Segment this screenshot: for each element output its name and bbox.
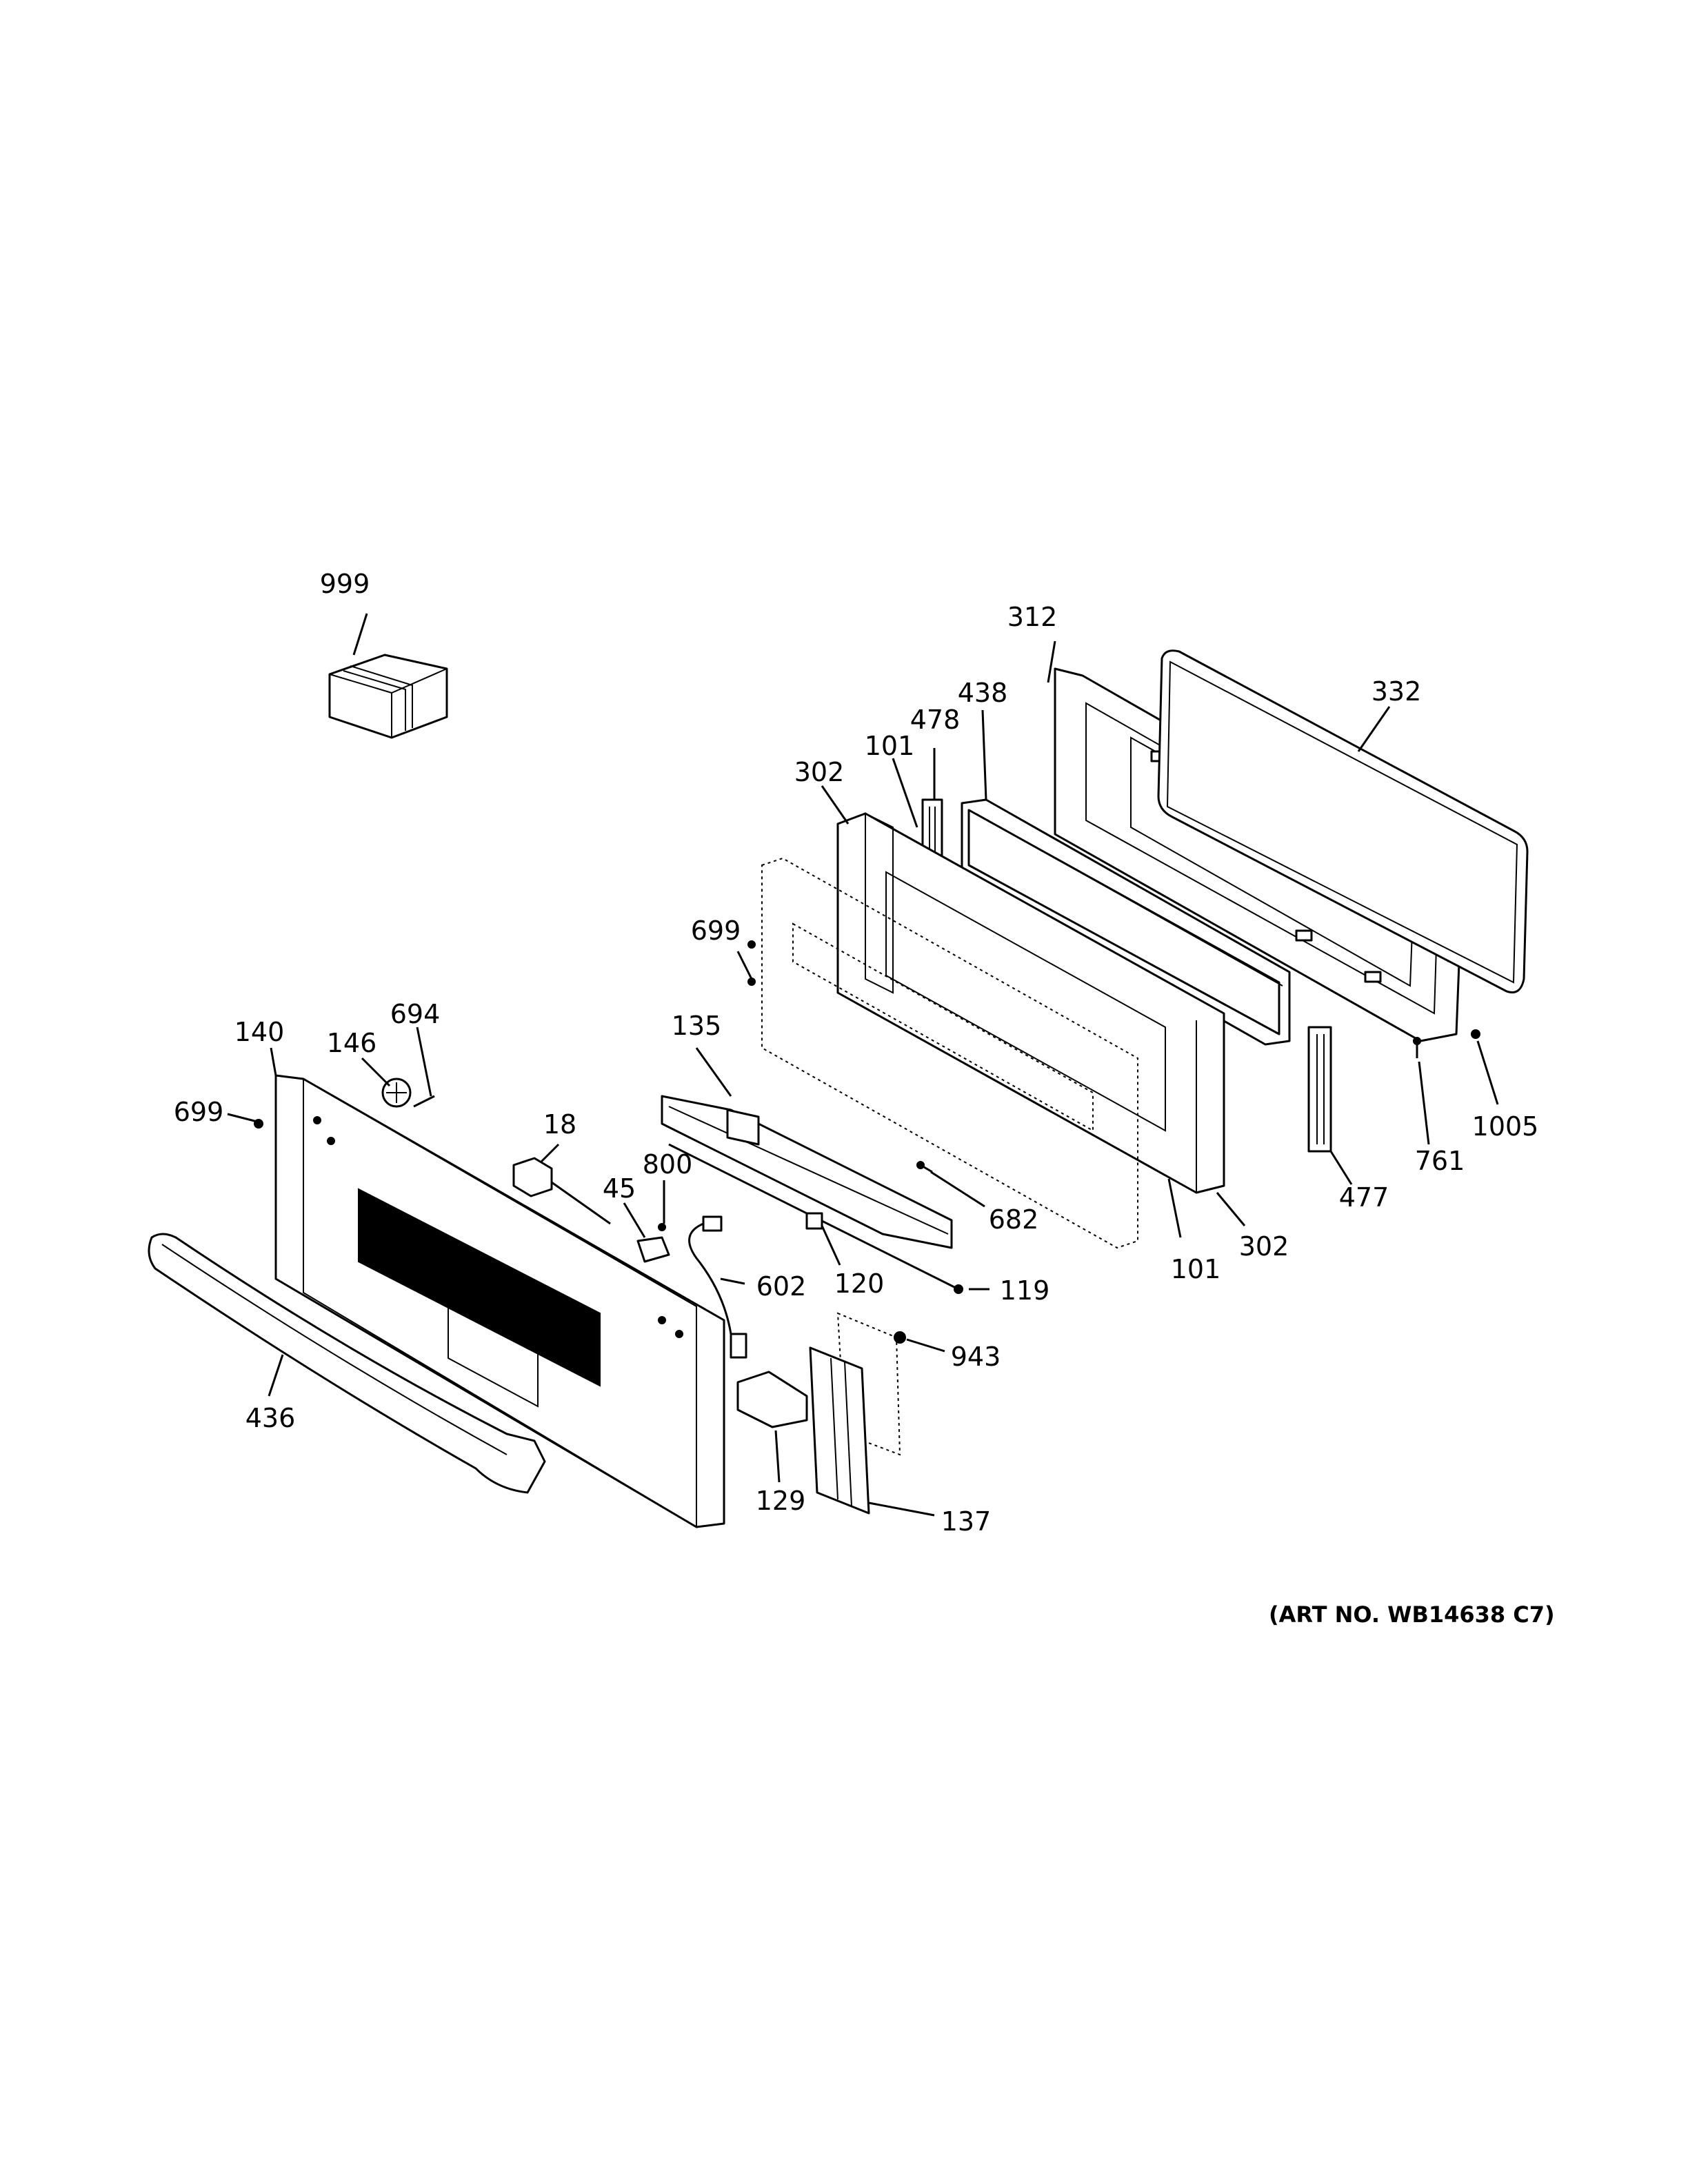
- callout-135: 135: [671, 1011, 722, 1041]
- callout-312: 312: [1007, 602, 1058, 632]
- callout-332: 332: [1371, 676, 1422, 707]
- callout-101-top: 101: [864, 731, 915, 761]
- part-438-glass-pack: [961, 798, 1291, 1046]
- part-120-clip: [805, 1212, 823, 1230]
- callout-146: 146: [326, 1028, 377, 1058]
- callout-129: 129: [755, 1486, 806, 1516]
- part-943-nut: [894, 1331, 906, 1344]
- callout-119: 119: [999, 1275, 1050, 1306]
- callout-699-left: 699: [173, 1097, 224, 1127]
- part-682-screw: [916, 1161, 933, 1173]
- part-761-screw: [1413, 1037, 1421, 1058]
- part-302-insulation: [836, 812, 1225, 1194]
- part-800-screw: [658, 1223, 666, 1231]
- callout-438: 438: [957, 678, 1008, 708]
- callout-478: 478: [910, 705, 961, 735]
- callout-18: 18: [543, 1109, 577, 1140]
- part-694-screw: [413, 1095, 435, 1108]
- callout-137: 137: [941, 1506, 992, 1537]
- art-number: (ART NO. WB14638 C7): [1269, 1601, 1555, 1628]
- part-129-bracket: [736, 1371, 808, 1428]
- callout-45: 45: [602, 1173, 636, 1204]
- callout-436: 436: [245, 1403, 296, 1433]
- callout-699-top: 699: [690, 916, 741, 946]
- part-999-literature-box: [328, 654, 448, 739]
- part-inner-panel: [747, 857, 1138, 1249]
- part-332-gasket: [1157, 649, 1529, 993]
- leader-lines: [227, 613, 1499, 1517]
- callout-477: 477: [1338, 1182, 1389, 1213]
- part-477-hinge: [1307, 1026, 1332, 1153]
- callout-800: 800: [642, 1149, 693, 1180]
- callout-140: 140: [234, 1017, 285, 1047]
- callout-999: 999: [319, 569, 370, 599]
- part-1005-screw: [1471, 1029, 1480, 1039]
- part-602-harness: [688, 1215, 747, 1359]
- part-140-outer-panel: [274, 1074, 725, 1528]
- part-135-air-duct: [661, 1095, 953, 1249]
- callout-602: 602: [756, 1271, 807, 1302]
- callout-694: 694: [390, 999, 441, 1029]
- callout-761: 761: [1414, 1146, 1465, 1176]
- part-18-switch: [512, 1157, 611, 1225]
- callout-943: 943: [950, 1342, 1001, 1372]
- part-45-bracket: [636, 1236, 670, 1263]
- callout-1005: 1005: [1471, 1111, 1539, 1142]
- callout-101-bottom: 101: [1170, 1254, 1221, 1284]
- part-436-handle: [148, 1233, 546, 1494]
- part-699-screw-top: [747, 978, 756, 986]
- part-137-hinge-assembly: [809, 1312, 901, 1515]
- callout-682: 682: [988, 1204, 1039, 1235]
- callout-302-bottom: 302: [1238, 1231, 1289, 1262]
- callout-302-top: 302: [794, 757, 845, 787]
- callout-120: 120: [834, 1268, 885, 1299]
